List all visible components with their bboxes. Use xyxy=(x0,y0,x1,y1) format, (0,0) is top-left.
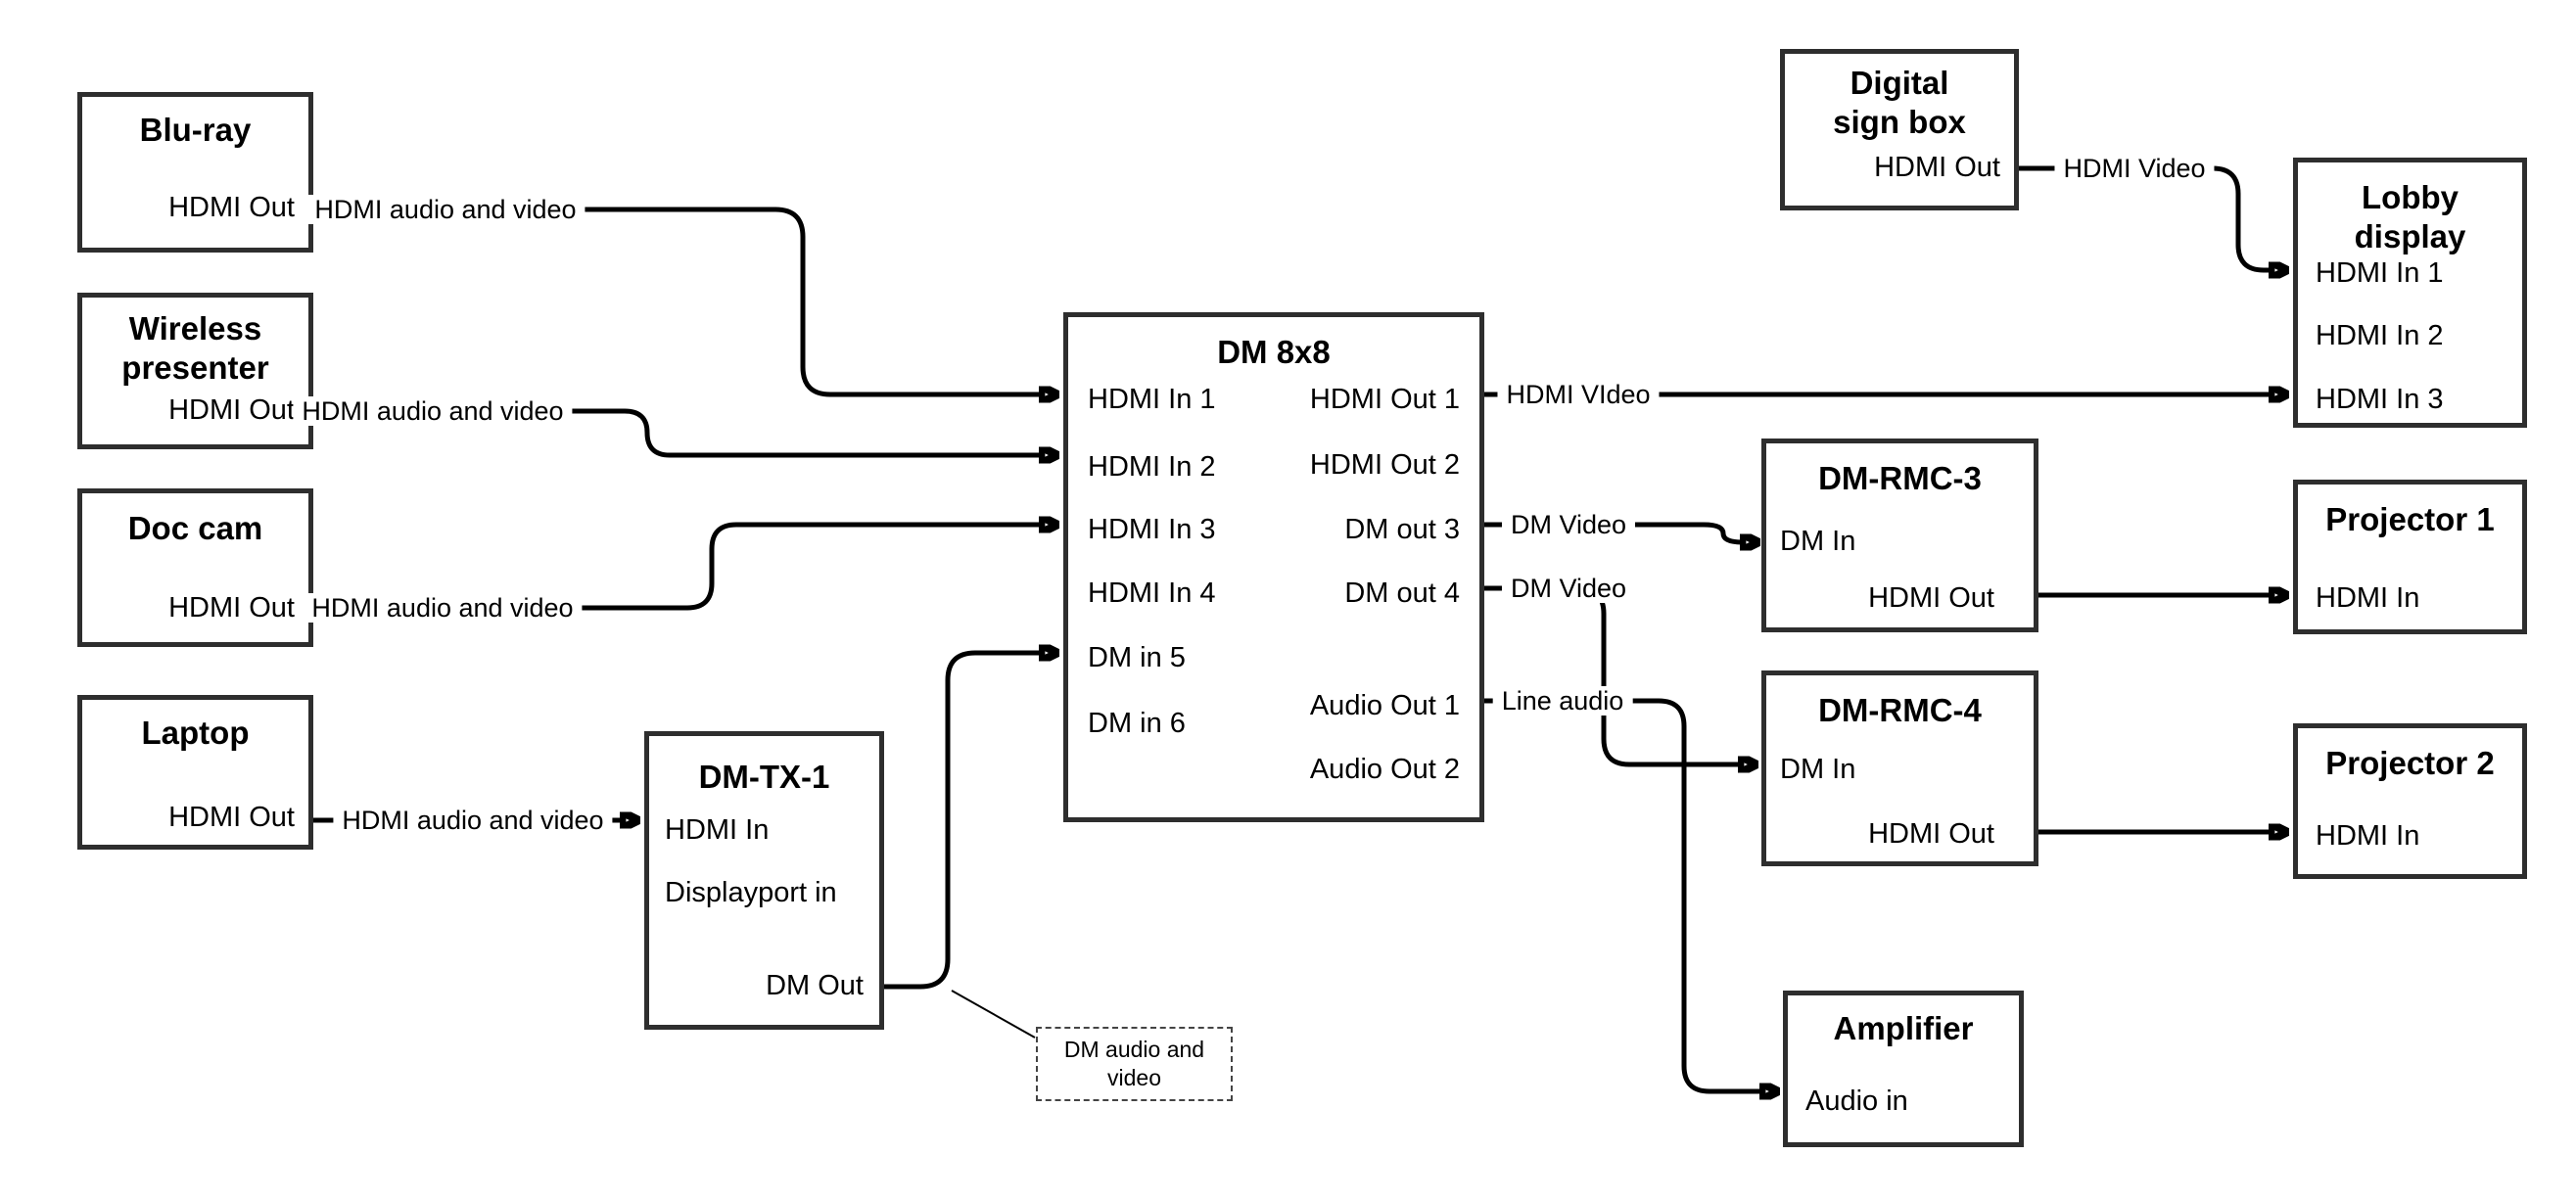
node-lobby-title: Lobby display xyxy=(2354,179,2466,254)
port-proj2-hdmi-in: HDMI In xyxy=(2316,820,2420,852)
edge-wireless-to-dm8x8-in2 xyxy=(313,408,1042,455)
node-laptop: Laptop HDMI Out xyxy=(77,695,313,850)
node-laptop-title: Laptop xyxy=(141,715,250,751)
port-dm8x8-dm-out-4: DM out 4 xyxy=(1344,577,1460,609)
port-amplifier-audio-in: Audio in xyxy=(1805,1086,1908,1117)
port-dm8x8-dm-in-6: DM in 6 xyxy=(1088,708,1186,739)
port-lobby-hdmi-in-1: HDMI In 1 xyxy=(2316,257,2444,289)
edge-label-line-audio: Line audio xyxy=(1492,686,1633,716)
node-dmtx1-title: DM-TX-1 xyxy=(698,759,830,795)
node-amplifier: Amplifier Audio in xyxy=(1783,991,2024,1147)
port-doccam-hdmi-out: HDMI Out xyxy=(168,592,295,624)
edge-dm8x8-out3-to-dmrmc3 xyxy=(1484,522,1743,542)
edge-label-bluray: HDMI audio and video xyxy=(305,195,585,224)
port-dmtx1-dm-out: DM Out xyxy=(766,970,864,1001)
node-digitalsign-title: Digital sign box xyxy=(1833,65,1966,140)
port-dm8x8-dm-out-3: DM out 3 xyxy=(1344,514,1460,545)
edge-label-dm-video-out4: DM Video xyxy=(1501,574,1636,603)
node-dm-rmc-4: DM-RMC-4 DM In HDMI Out xyxy=(1761,670,2038,866)
node-projector-1: Projector 1 HDMI In xyxy=(2293,480,2527,634)
port-bluray-hdmi-out: HDMI Out xyxy=(168,192,295,223)
node-amplifier-title: Amplifier xyxy=(1833,1010,1974,1046)
node-wireless-presenter: Wireless presenter HDMI Out xyxy=(77,293,313,449)
callout-text: DM audio and video xyxy=(1063,1037,1205,1090)
edge-dm8x8-out4-to-dmrmc4 xyxy=(1484,585,1741,764)
port-dm8x8-audio-out-2: Audio Out 2 xyxy=(1309,754,1460,785)
callout-dm-audio-video: DM audio and video xyxy=(1036,1027,1233,1101)
edge-label-doccam: HDMI audio and video xyxy=(303,593,583,623)
port-dmrmc4-dm-in: DM In xyxy=(1780,754,1856,785)
edge-doccam-to-dm8x8-in3 xyxy=(313,525,1042,611)
node-bluray: Blu-ray HDMI Out xyxy=(77,92,313,253)
port-dm8x8-audio-out-1: Audio Out 1 xyxy=(1309,690,1460,721)
port-dm8x8-hdmi-in-3: HDMI In 3 xyxy=(1088,514,1216,545)
node-dmrmc3-title: DM-RMC-3 xyxy=(1818,460,1982,496)
node-bluray-title: Blu-ray xyxy=(139,112,252,148)
node-doccam-title: Doc cam xyxy=(127,510,263,546)
port-dmrmc4-hdmi-out: HDMI Out xyxy=(1868,818,1994,850)
port-lobby-hdmi-in-2: HDMI In 2 xyxy=(2316,320,2444,351)
node-wireless-title: Wireless presenter xyxy=(121,310,269,386)
node-digital-sign-box: Digital sign box HDMI Out xyxy=(1780,49,2019,210)
port-dm8x8-hdmi-out-2: HDMI Out 2 xyxy=(1309,449,1460,481)
port-dmrmc3-dm-in: DM In xyxy=(1780,526,1856,557)
edge-label-dm-video-out3: DM Video xyxy=(1501,510,1636,539)
port-proj1-hdmi-in: HDMI In xyxy=(2316,582,2420,614)
node-dm8x8-title: DM 8x8 xyxy=(1217,334,1331,370)
port-lobby-hdmi-in-3: HDMI In 3 xyxy=(2316,384,2444,415)
port-dmtx1-displayport-in: Displayport in xyxy=(665,877,837,908)
edge-label-laptop: HDMI audio and video xyxy=(333,806,613,835)
port-dm8x8-hdmi-out-1: HDMI Out 1 xyxy=(1309,384,1460,415)
node-dm-rmc-3: DM-RMC-3 DM In HDMI Out xyxy=(1761,439,2038,632)
port-dmtx1-hdmi-in: HDMI In xyxy=(665,814,770,846)
edge-label-digitalsign: HDMI Video xyxy=(2054,154,2215,183)
node-proj1-title: Projector 1 xyxy=(2325,501,2495,537)
node-proj2-title: Projector 2 xyxy=(2325,745,2495,781)
callout-leader-line xyxy=(951,990,1036,1039)
edge-label-hdmi-video-out1: HDMI VIdeo xyxy=(1497,380,1660,409)
port-digitalsign-hdmi-out: HDMI Out xyxy=(1874,152,2000,183)
node-dmrmc4-title: DM-RMC-4 xyxy=(1818,692,1982,728)
port-wireless-hdmi-out: HDMI Out xyxy=(168,394,295,426)
edge-dm8x8-audio1-to-amplifier xyxy=(1484,698,1762,1091)
edge-label-wireless: HDMI audio and video xyxy=(293,396,573,426)
node-lobby-display: Lobby display HDMI In 1 HDMI In 2 HDMI I… xyxy=(2293,158,2527,428)
edge-bluray-to-dm8x8-in1 xyxy=(313,207,1042,394)
port-dm8x8-hdmi-in-1: HDMI In 1 xyxy=(1088,384,1216,415)
node-dm-8x8-switcher: DM 8x8 HDMI In 1 HDMI In 2 HDMI In 3 HDM… xyxy=(1063,312,1484,822)
edge-dmtx1-to-dm8x8-in5 xyxy=(884,653,1042,990)
port-dm8x8-hdmi-in-4: HDMI In 4 xyxy=(1088,577,1216,609)
port-dm8x8-hdmi-in-2: HDMI In 2 xyxy=(1088,451,1216,483)
node-doc-cam: Doc cam HDMI Out xyxy=(77,488,313,647)
node-projector-2: Projector 2 HDMI In xyxy=(2293,723,2527,879)
port-dm8x8-dm-in-5: DM in 5 xyxy=(1088,642,1186,673)
port-laptop-hdmi-out: HDMI Out xyxy=(168,802,295,833)
node-dm-tx-1: DM-TX-1 HDMI In Displayport in DM Out xyxy=(644,731,884,1030)
port-dmrmc3-hdmi-out: HDMI Out xyxy=(1868,582,1994,614)
edge-digitalsign-to-lobby-in1 xyxy=(2019,165,2272,270)
